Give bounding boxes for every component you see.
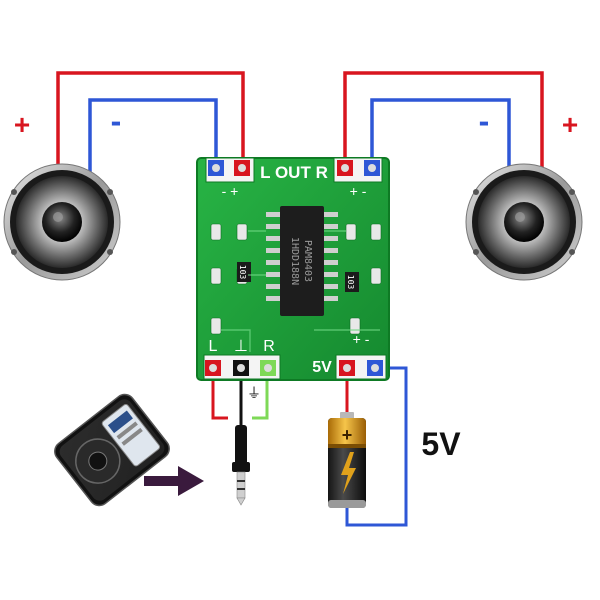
battery-voltage-label: 5V xyxy=(421,426,461,462)
lightning-bolt xyxy=(341,452,356,494)
battery-icon xyxy=(328,412,366,508)
right-speaker-red-wire xyxy=(343,71,544,170)
right-speaker-wires xyxy=(343,71,544,185)
left-speaker-minus-label: - xyxy=(111,103,122,139)
pcb-traces xyxy=(221,230,380,352)
input-terminals xyxy=(203,354,281,380)
mp3-player-icon xyxy=(54,393,170,507)
right-speaker-plus-label: + xyxy=(562,109,578,140)
battery-plus-label: + xyxy=(342,425,353,445)
right-speaker xyxy=(465,163,583,281)
left-speaker-wires xyxy=(56,71,245,185)
pam8403-chip: PAM8403 1HDD188N xyxy=(266,206,338,316)
audio-jack-icon xyxy=(232,425,250,506)
speaker-icon xyxy=(3,163,121,281)
left-speaker-plus-label: + xyxy=(14,109,30,140)
input-left-red-wire xyxy=(211,368,228,420)
right-output-polarity: + - xyxy=(350,183,367,199)
input-r-label: R xyxy=(263,338,275,355)
input-right-green-wire xyxy=(252,368,269,420)
power-label: 5V xyxy=(312,359,332,376)
speaker-icon xyxy=(465,163,583,281)
arrow-right-icon xyxy=(144,466,204,496)
ground-icon: ⏚ xyxy=(247,385,261,401)
input-l-label: L xyxy=(209,338,218,355)
resistor-right-label: 103 xyxy=(346,275,355,290)
power-polarity: + - xyxy=(353,331,370,347)
right-speaker-minus-label: - xyxy=(479,103,490,139)
chip-marking-line1: PAM8403 xyxy=(302,240,313,282)
chip-marking-line2: 1HDD188N xyxy=(289,237,300,285)
output-label: L OUT R xyxy=(260,163,328,182)
amplifier-board: L OUT R - + + - PAM8403 1HDD188N xyxy=(196,157,390,381)
power-blue-wire xyxy=(345,366,408,527)
resistor-left-label: 103 xyxy=(238,265,247,280)
resistor-left: 103 xyxy=(237,262,251,282)
left-output-polarity: - + xyxy=(222,183,239,199)
left-speaker-red-wire xyxy=(56,71,245,170)
right-speaker-blue-wire xyxy=(370,98,511,185)
left-speaker-blue-wire xyxy=(88,98,218,185)
output-terminals xyxy=(205,157,383,183)
input-gnd-label: ⊥ xyxy=(234,338,248,355)
left-speaker xyxy=(3,163,121,281)
power-terminals xyxy=(335,354,387,380)
resistor-right: 103 xyxy=(345,272,359,292)
